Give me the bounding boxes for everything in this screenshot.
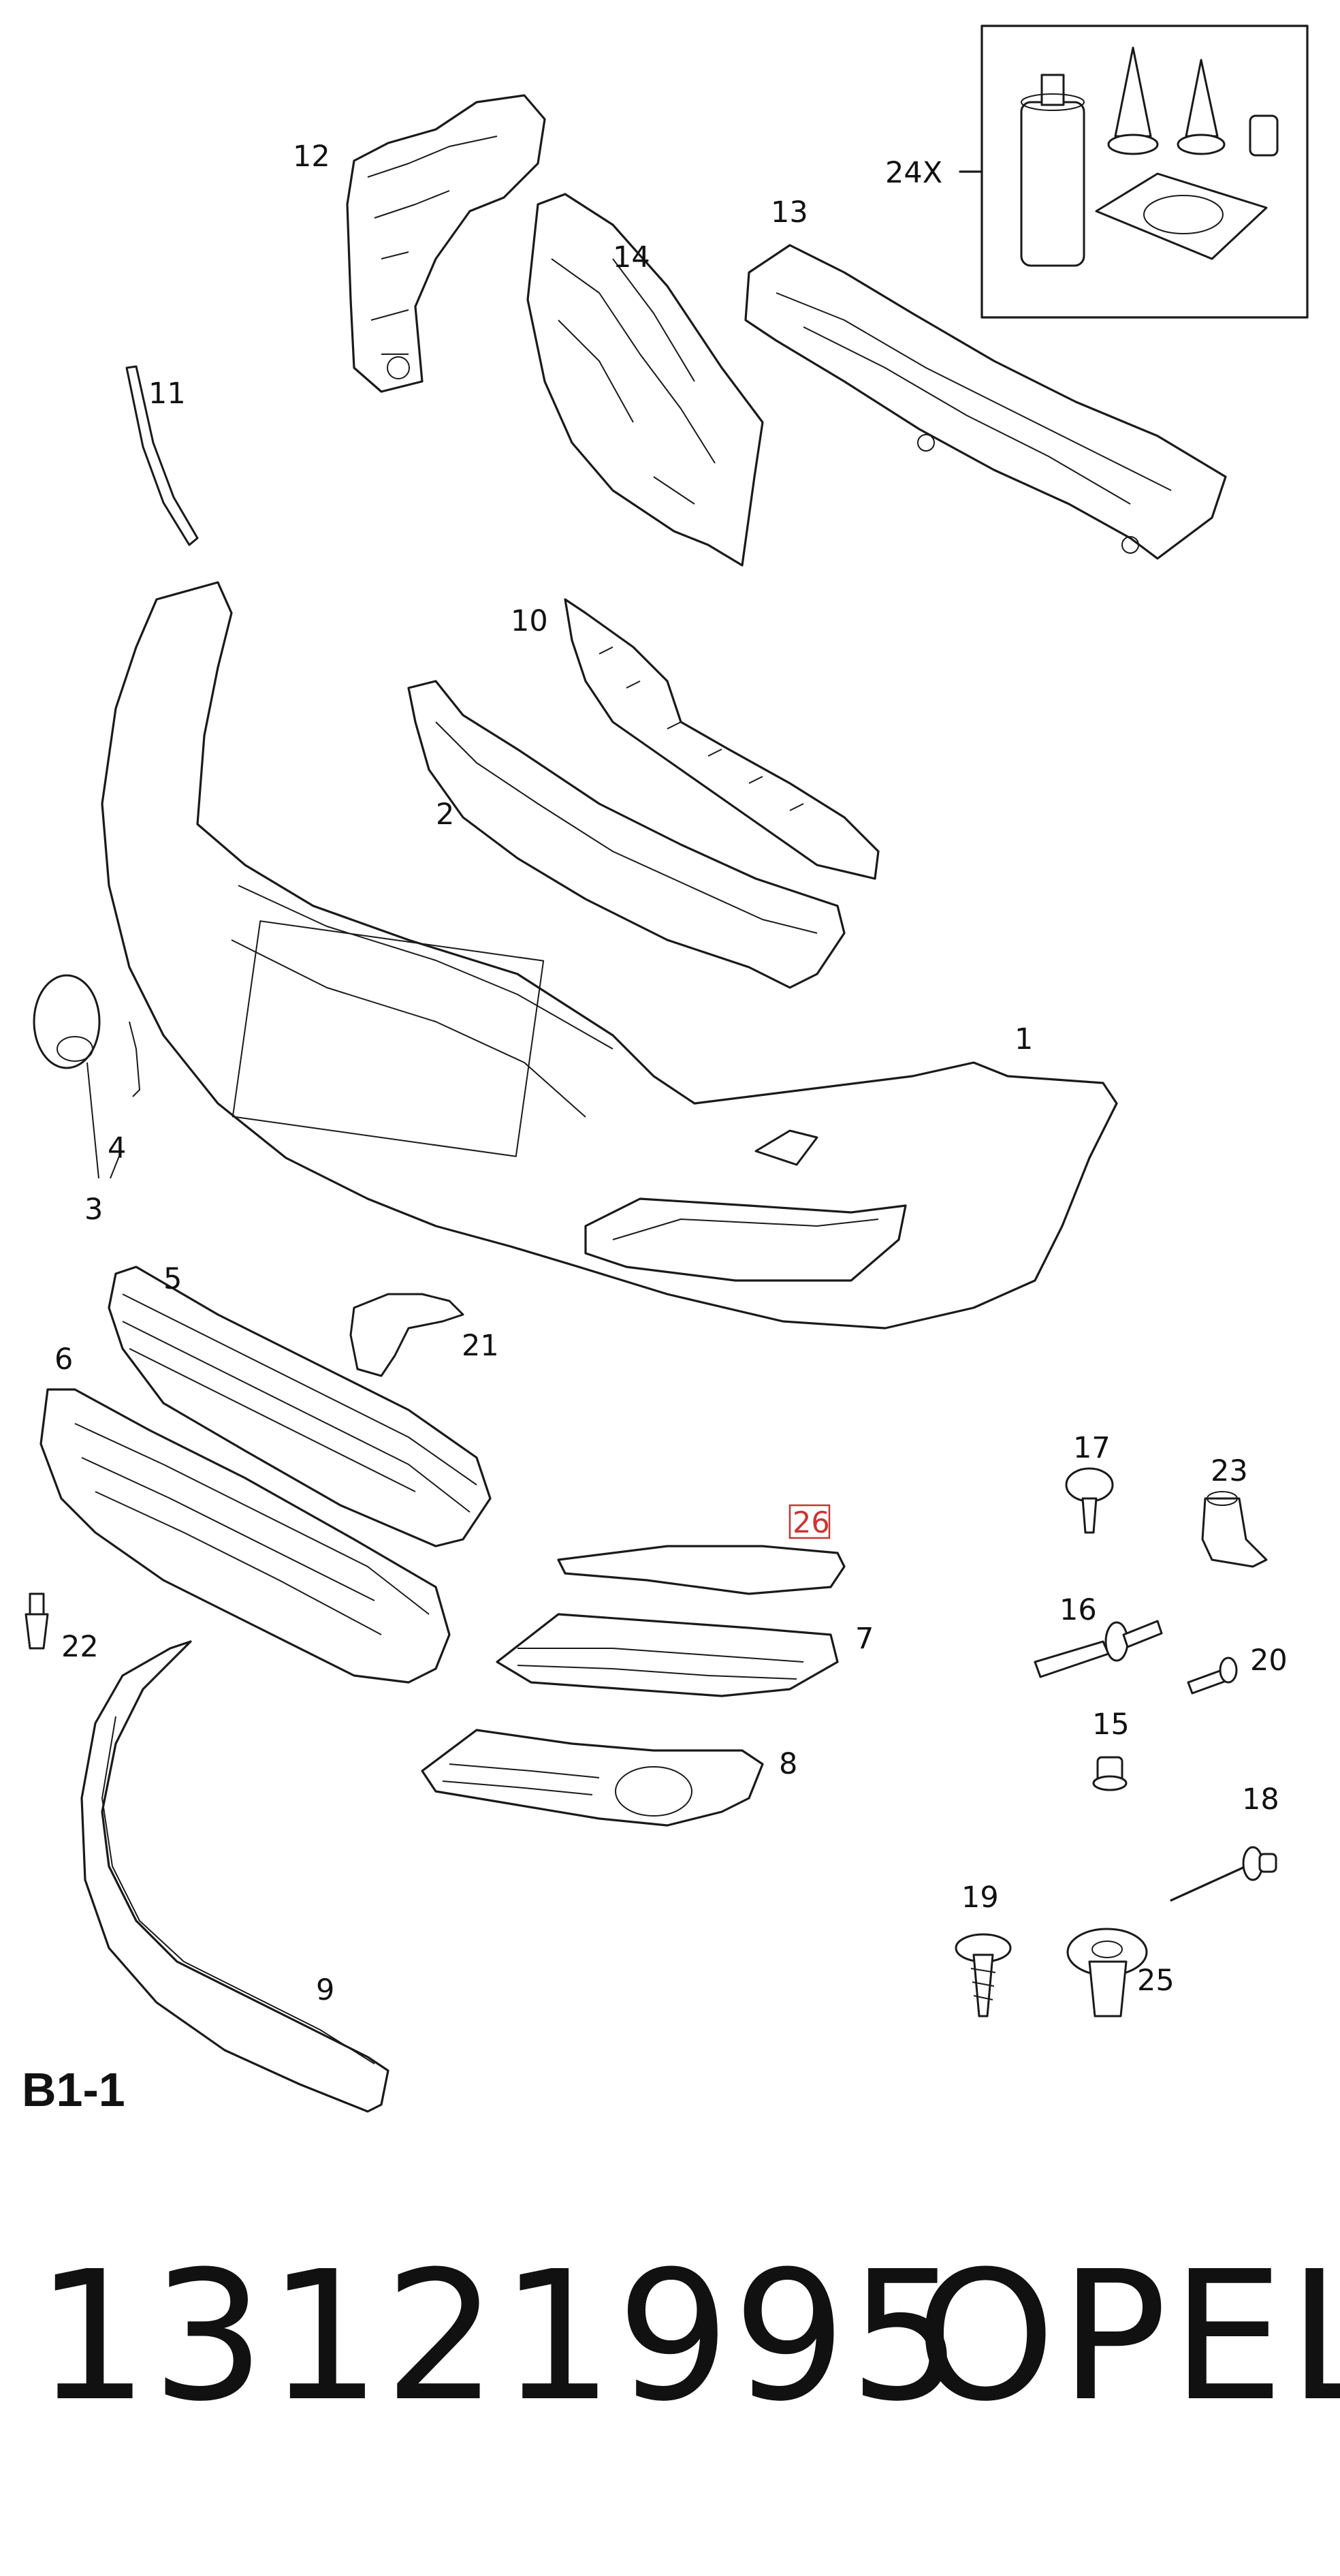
part-20-screw <box>1187 1656 1238 1695</box>
callout-25: 25 <box>1137 1964 1175 1998</box>
part-number: 13121995 <box>35 2233 966 2440</box>
callout-5: 5 <box>163 1262 182 1296</box>
callout-9: 9 <box>316 1973 334 2007</box>
part-16-bolt <box>1034 1620 1163 1678</box>
callout-23: 23 <box>1211 1454 1248 1488</box>
part-22-pin <box>25 1592 49 1650</box>
callout-20: 20 <box>1250 1644 1288 1678</box>
callout-15: 15 <box>1092 1708 1130 1742</box>
callout-14: 14 <box>613 240 650 274</box>
callout-11: 11 <box>148 377 186 411</box>
part-7-lower-grille-strip <box>496 1613 839 1697</box>
part-8-fog-grille <box>421 1729 764 1827</box>
callout-22: 22 <box>61 1630 99 1664</box>
part-19-screw <box>955 1933 1012 2017</box>
callout-6: 6 <box>54 1342 73 1377</box>
callout-8: 8 <box>779 1747 797 1781</box>
part-1-bumper <box>101 581 1118 1330</box>
part-17-clip <box>1065 1467 1114 1534</box>
callout-18: 18 <box>1242 1782 1279 1817</box>
kit-box-24x <box>959 25 1309 319</box>
callout-13: 13 <box>771 195 808 230</box>
callout-4: 4 <box>108 1131 126 1165</box>
callout-2: 2 <box>436 798 454 832</box>
callout-17: 17 <box>1073 1431 1111 1465</box>
part-2-frame <box>407 680 846 989</box>
part-10-shield <box>564 598 880 880</box>
callout-21: 21 <box>462 1329 499 1363</box>
part-6-lower-grille <box>39 1388 451 1684</box>
part-11-trim-strip <box>125 365 199 546</box>
part-3-tow-cap <box>33 974 101 1179</box>
part-21-bracket <box>349 1293 464 1377</box>
callout-7: 7 <box>855 1622 874 1656</box>
part-26-chrome-strip <box>557 1545 846 1595</box>
part-23-nut <box>1201 1491 1268 1568</box>
section-code: B1-1 <box>22 2063 125 2116</box>
part-12-bracket <box>346 94 546 393</box>
part-13-impact-bar <box>744 244 1227 560</box>
callout-16: 16 <box>1059 1593 1097 1627</box>
callout-3: 3 <box>84 1193 103 1227</box>
callout-26: 26 <box>793 1506 830 1540</box>
part-4-clip <box>110 1021 140 1179</box>
brand-name: OPEL <box>915 2233 1340 2440</box>
part-15-nut <box>1092 1756 1128 1791</box>
part-5-upper-grille <box>108 1266 492 1548</box>
part-9-spoiler <box>80 1640 389 2113</box>
callout-10: 10 <box>511 604 548 638</box>
callout-24x: 24X <box>885 156 942 190</box>
callout-19: 19 <box>961 1881 999 1915</box>
part-14-absorber <box>526 193 764 567</box>
part-18-rivet <box>1170 1846 1277 1902</box>
callout-12: 12 <box>293 140 330 174</box>
callout-26-highlight-box <box>788 1504 831 1539</box>
callout-1: 1 <box>1015 1022 1033 1056</box>
part-25-clip <box>1066 1928 1148 2017</box>
